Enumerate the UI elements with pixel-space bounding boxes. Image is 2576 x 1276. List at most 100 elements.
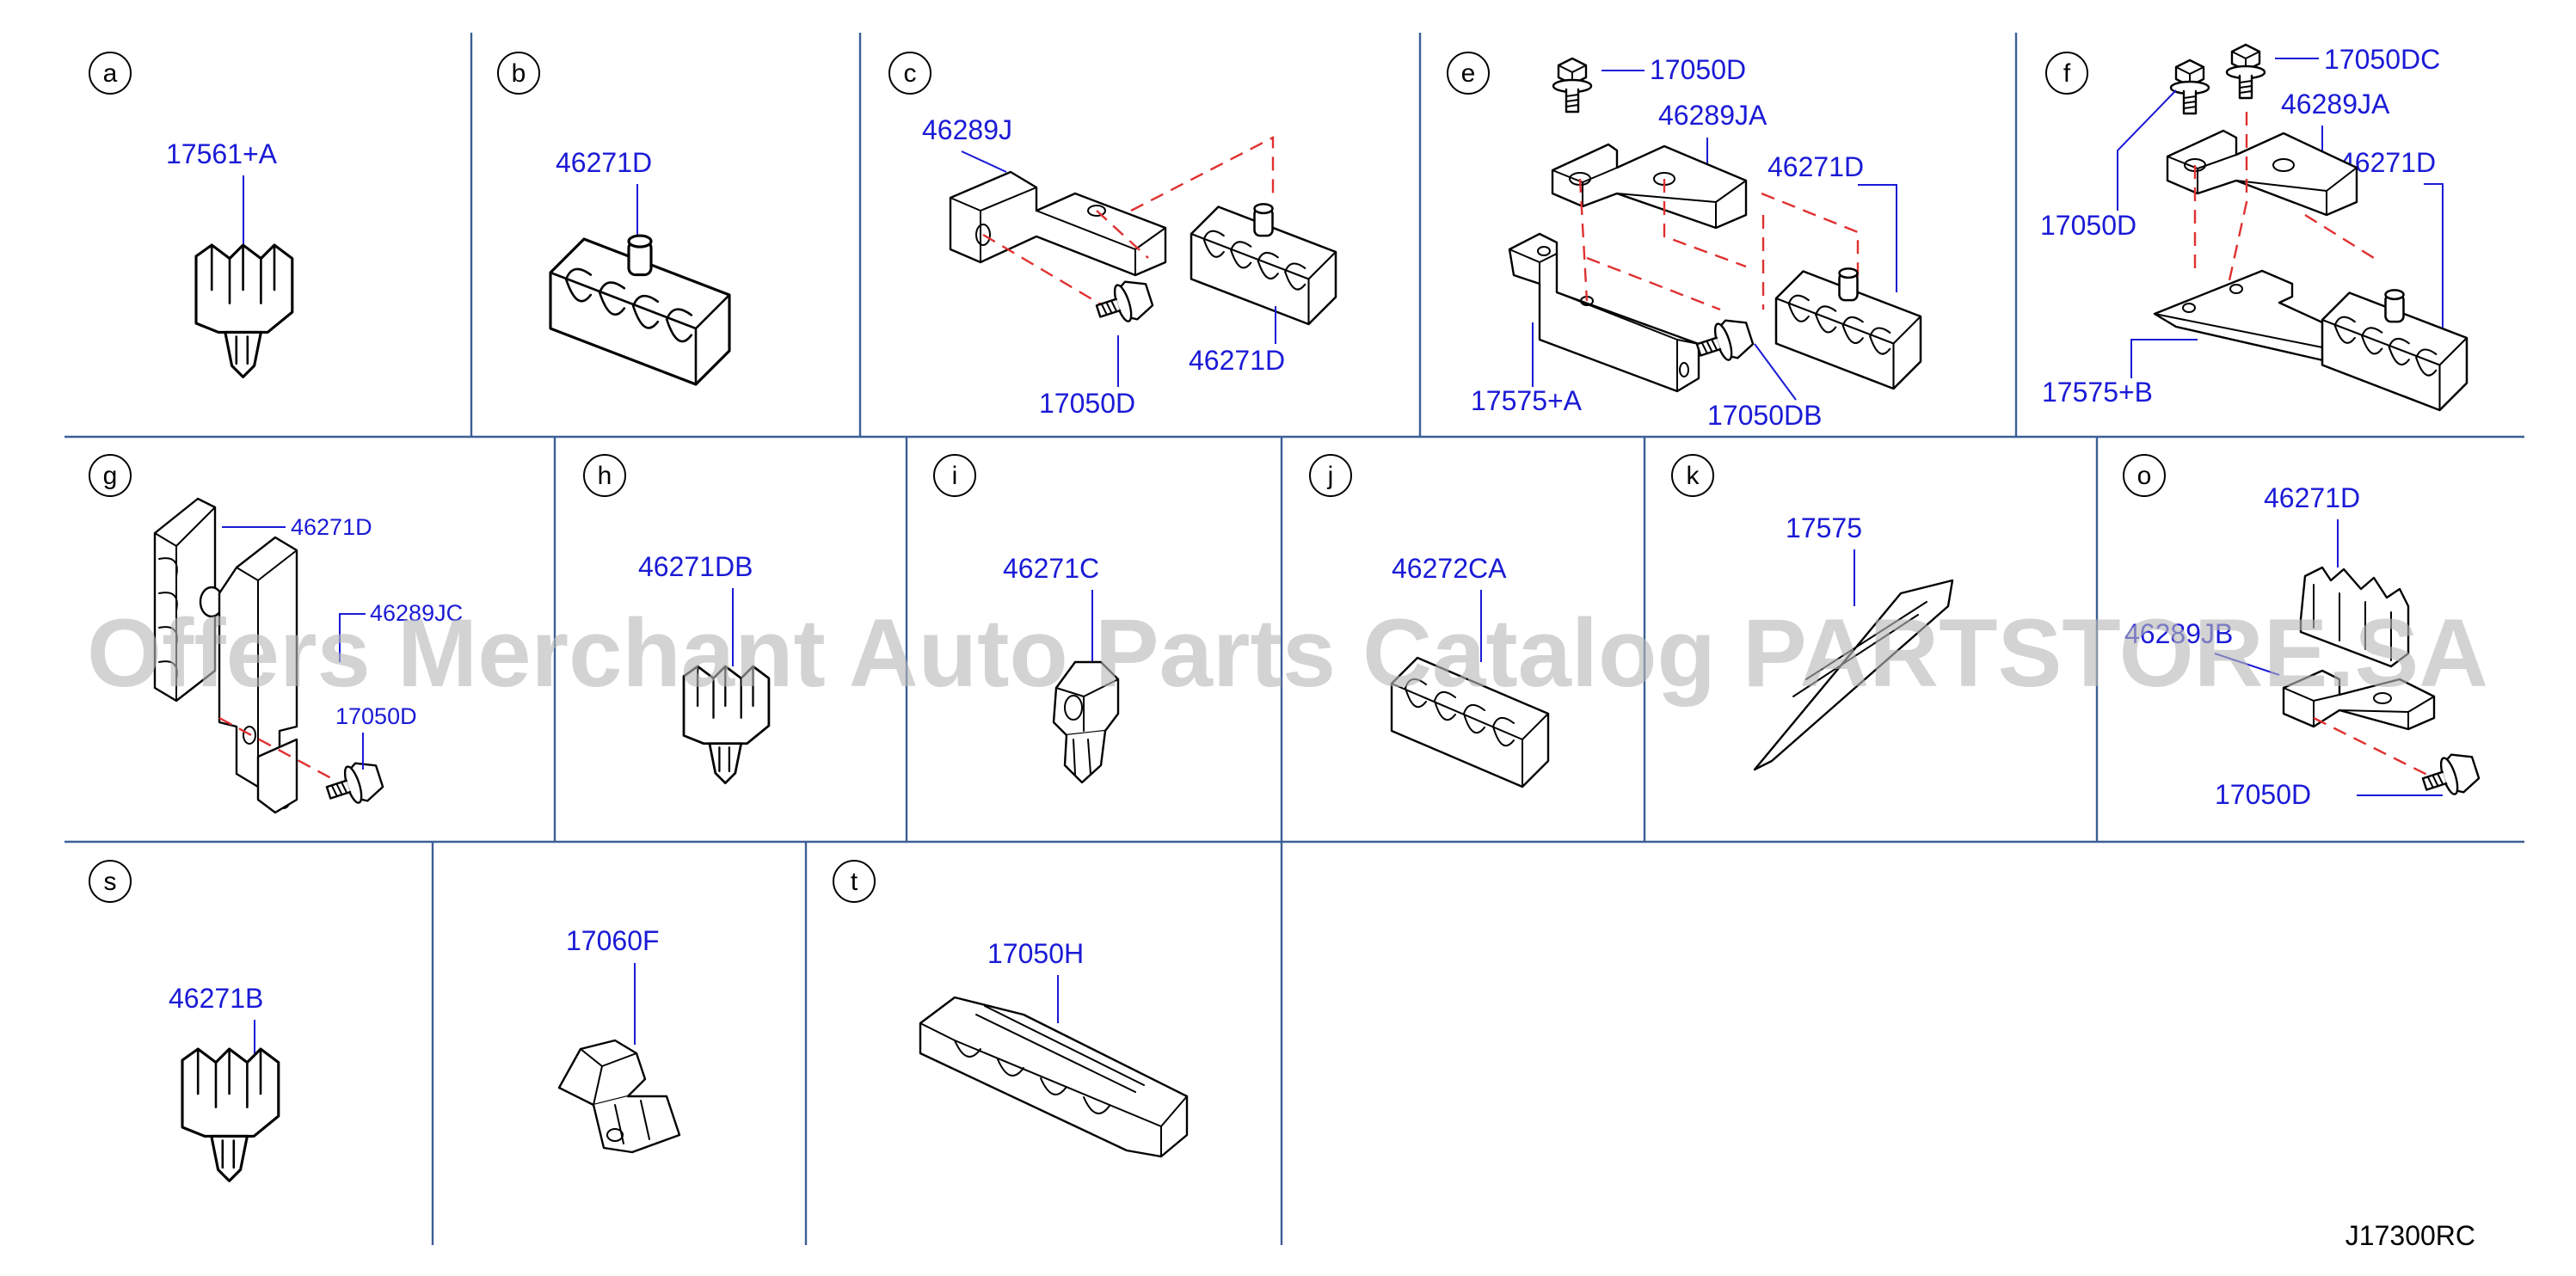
watermark: Offers Merchant Auto Parts Catalog PARTS… xyxy=(87,599,2488,707)
leader-line xyxy=(2117,89,2177,211)
holder-part xyxy=(919,996,1189,1158)
panel-e: e 17050D 46289JA 46271D 17575+A 17050DB xyxy=(1447,52,1922,431)
panel-letter: k xyxy=(1687,462,1700,490)
bracket-part xyxy=(1551,143,1748,230)
panel-c: c 46289J 46271D 17050D xyxy=(888,52,1337,419)
panel-letter-circle xyxy=(89,52,132,95)
part-label: 46271D xyxy=(2264,482,2360,513)
part-label: 17050D xyxy=(1650,54,1746,85)
bolt-part xyxy=(2169,58,2210,115)
part-label: 46271C xyxy=(1003,553,1099,584)
bracket-foot xyxy=(256,738,298,814)
panel-letter: b xyxy=(512,59,526,88)
panel-g: g 46271D 46289JC 17050D xyxy=(89,454,463,814)
panel-letter: s xyxy=(104,868,117,896)
panel-letter: h xyxy=(598,462,612,490)
bolt-part xyxy=(1691,313,1757,370)
panel-letter-circle xyxy=(1447,52,1490,95)
panel-i: i 46271C xyxy=(933,454,1120,784)
bolt-part xyxy=(1552,57,1593,113)
panel-letter-circle xyxy=(1671,454,1714,497)
part-label: 46271DB xyxy=(638,551,753,582)
assembly-line xyxy=(2313,716,2435,780)
panel-letter-circle xyxy=(2045,52,2088,95)
bracket-part xyxy=(2282,669,2436,731)
assembly-line xyxy=(2304,213,2375,260)
leader-line xyxy=(1858,184,1897,292)
holder-part xyxy=(1190,203,1337,326)
panel-a: a 17561+A xyxy=(89,52,294,378)
part-label: 46289JB xyxy=(2124,618,2233,649)
bolt-part xyxy=(321,756,387,813)
part-label: 17050D xyxy=(1039,388,1135,419)
panel-b: b 46271D xyxy=(497,52,731,386)
reference-code: J17300RC xyxy=(2345,1220,2475,1251)
clip-part xyxy=(181,1047,280,1182)
assembly-line xyxy=(2193,112,2248,289)
holder-part xyxy=(1774,267,1922,390)
part-label: 17050DC xyxy=(2324,44,2440,75)
part-label: 46271D xyxy=(556,147,652,178)
panel-letter: t xyxy=(851,868,858,896)
part-label: 17050D xyxy=(2040,210,2136,241)
panel-letter-circle xyxy=(497,52,540,95)
leader-line xyxy=(339,613,366,662)
part-label: 17050DB xyxy=(1707,400,1822,431)
part-label: 17050H xyxy=(987,938,1084,969)
panel-letter-circle xyxy=(2123,454,2166,497)
part-label: 17060F xyxy=(566,925,660,956)
holder-part xyxy=(153,497,224,702)
panel-letter-circle xyxy=(933,454,976,497)
part-label: 46271D xyxy=(1768,151,1864,182)
assembly-line xyxy=(1761,192,1860,310)
assembly-line xyxy=(1096,210,1149,259)
panel-letter: c xyxy=(904,59,917,88)
assembly-line xyxy=(1578,178,1589,302)
leader-line xyxy=(1754,343,1797,401)
panel-letter-circle xyxy=(89,454,132,497)
panel-letter-circle xyxy=(1309,454,1352,497)
clip-part xyxy=(194,243,294,378)
base-bracket-part xyxy=(1508,232,1700,393)
part-label: 17561+A xyxy=(166,138,278,169)
part-label: 46271D xyxy=(1189,345,1285,376)
part-label: 17050D xyxy=(335,703,417,729)
panel-s: s 46271B xyxy=(89,860,280,1182)
cover-part xyxy=(1753,579,1954,771)
part-label: 46272CA xyxy=(1392,553,1507,584)
leader-line xyxy=(2214,653,2280,676)
part-label: 46289JA xyxy=(1658,100,1768,131)
holder-part xyxy=(549,234,731,386)
assembly-line xyxy=(1586,179,1747,311)
panel-letter: g xyxy=(103,462,118,490)
part-label: 17575+B xyxy=(2042,377,2153,408)
panel-letter: j xyxy=(1327,462,1334,490)
assembly-line xyxy=(982,233,1110,311)
bracket-part xyxy=(949,170,1167,277)
panel-letter-circle xyxy=(583,454,626,497)
bolt-part xyxy=(1091,274,1157,331)
base-bracket-part xyxy=(2153,269,2343,363)
holder-part xyxy=(2299,566,2410,668)
part-label: 17575 xyxy=(1786,512,1862,543)
panel-o: o 46271D 46289JB 17050D xyxy=(2123,454,2483,810)
panel-j: j 46272CA xyxy=(1309,454,1550,788)
part-label: 17050D xyxy=(2215,779,2311,810)
leader-line xyxy=(2130,339,2198,378)
part-label: 46289J xyxy=(922,114,1012,145)
part-label: 46271D xyxy=(291,514,372,540)
clip-part xyxy=(557,1039,681,1154)
panel-letter: e xyxy=(1461,59,1476,88)
panel-letter: i xyxy=(952,462,958,490)
panel-letter-circle xyxy=(888,52,931,95)
panel-letter-circle xyxy=(89,860,132,903)
panel-f: f 17050DC 17050D 46289JA 46271D 17575+B xyxy=(2040,43,2468,412)
leader-line xyxy=(2424,183,2444,335)
panel-h: h 46271DB xyxy=(583,454,771,785)
assembly-line xyxy=(1130,136,1275,212)
panel-letter: o xyxy=(2137,462,2152,490)
part-label: 46289JC xyxy=(370,600,463,626)
bolt-part xyxy=(2225,43,2266,100)
panel-17060f: 17060F xyxy=(557,925,681,1154)
leader-line xyxy=(961,150,1007,173)
